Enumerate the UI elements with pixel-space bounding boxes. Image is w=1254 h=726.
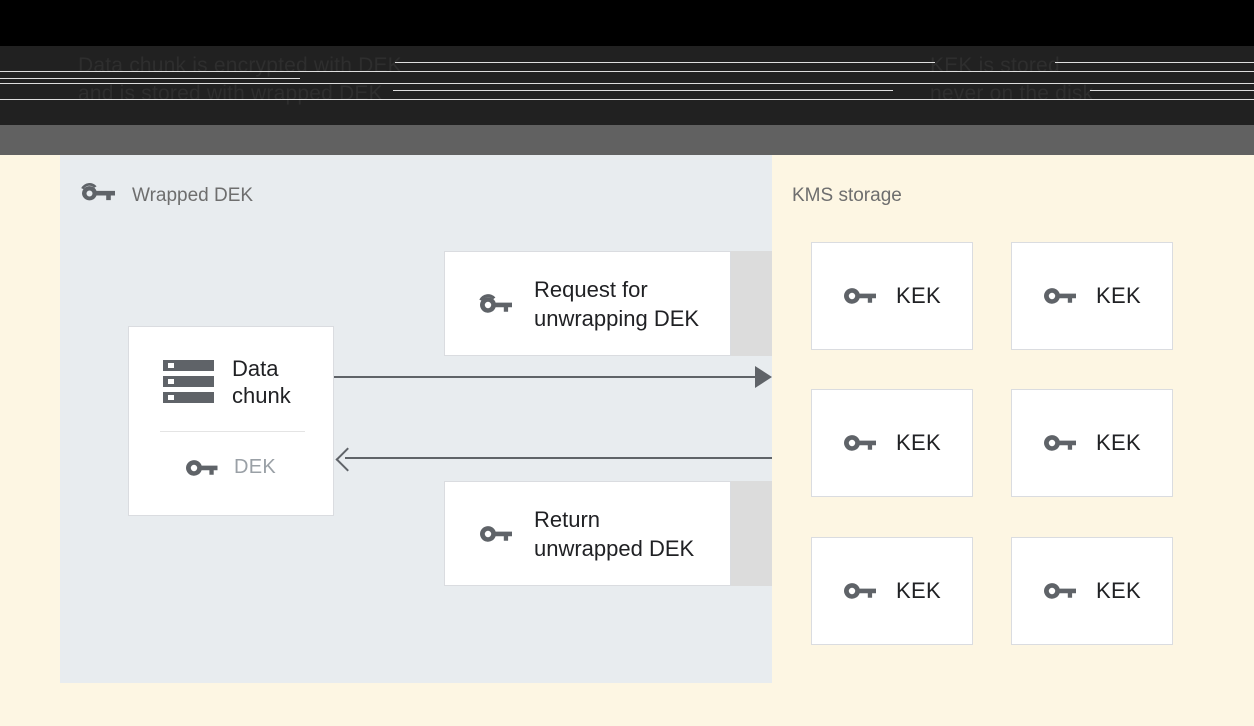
key-icon (478, 522, 516, 546)
caption-streak-5 (0, 83, 1254, 84)
request-unwrap-card[interactable]: Request for unwrapping DEK (444, 251, 731, 356)
data-chunk-dek-label: DEK (234, 456, 277, 478)
kms-storage-panel-title: KMS storage (792, 185, 902, 206)
return-unwrapped-card[interactable]: Return unwrapped DEK (444, 481, 731, 586)
key-icon (843, 284, 879, 308)
gray-separator-bar (0, 125, 1254, 155)
caption-streak-1 (395, 62, 935, 63)
arrow-to-kms-line (334, 376, 755, 378)
return-card-band (731, 481, 772, 586)
caption-streak-7 (1090, 90, 1254, 91)
key-icon (186, 457, 218, 479)
key-icon (843, 431, 879, 455)
arrow-to-kms-head (755, 366, 772, 388)
key-icon (1043, 431, 1079, 455)
kek-card[interactable]: KEK (1011, 389, 1173, 497)
data-chunk-divider (160, 431, 305, 432)
kek-card[interactable]: KEK (1011, 242, 1173, 350)
kek-label: KEK (896, 578, 941, 603)
key-icon (1043, 284, 1079, 308)
kek-card[interactable]: KEK (811, 389, 973, 497)
wrapped-dek-panel-title: Wrapped DEK (132, 185, 254, 206)
caption-streak-4 (0, 78, 300, 79)
kek-label: KEK (896, 430, 941, 455)
request-unwrap-label: Request for unwrapping DEK (534, 276, 700, 331)
request-card-band (731, 251, 772, 356)
data-chunk-card[interactable]: Data chunk DEK (128, 326, 334, 516)
return-unwrapped-label: Return unwrapped DEK (534, 506, 695, 561)
storage-icon (161, 357, 216, 407)
kek-card[interactable]: KEK (1011, 537, 1173, 645)
key-icon (1043, 579, 1079, 603)
data-chunk-header: Data chunk (129, 327, 333, 409)
arrow-from-kms-line (345, 457, 772, 459)
wrapped-key-icon (478, 289, 516, 319)
caption-streak-2 (1055, 62, 1254, 63)
caption-streak-8 (0, 99, 1254, 100)
kek-label: KEK (1096, 283, 1141, 308)
caption-streak-6 (393, 90, 893, 91)
data-chunk-dek-row: DEK (129, 432, 333, 479)
kek-label: KEK (1096, 578, 1141, 603)
kek-label: KEK (1096, 430, 1141, 455)
caption-inner-band (0, 46, 1254, 125)
caption-streak-3 (0, 71, 1254, 72)
kek-label: KEK (896, 283, 941, 308)
kek-card[interactable]: KEK (811, 537, 973, 645)
caption-overlay-band: Data chunk is encrypted with DEK and is … (0, 0, 1254, 125)
wrapped-key-icon (79, 180, 119, 210)
key-icon (843, 579, 879, 603)
data-chunk-label: Data chunk (232, 356, 291, 408)
kek-card[interactable]: KEK (811, 242, 973, 350)
